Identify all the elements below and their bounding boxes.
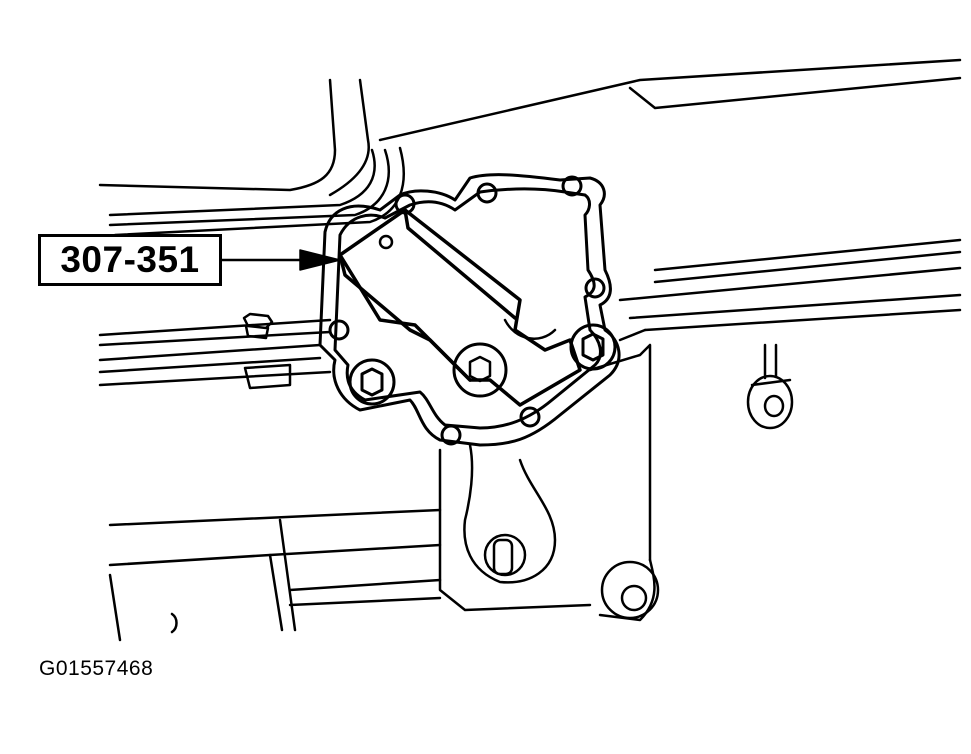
right-stud (746, 343, 794, 430)
figure-id-label: G01557468 (39, 657, 154, 680)
side-rails (98, 238, 962, 390)
cover-plate (318, 173, 621, 447)
tool-callout-box: 307-351 (38, 234, 222, 286)
cover-bolt-holes (328, 175, 606, 446)
special-tool-307-351 (338, 208, 582, 407)
hex-bolts (348, 323, 617, 406)
lower-case (108, 343, 660, 642)
upper-housing (98, 58, 962, 237)
tool-number-label: 307-351 (60, 239, 200, 280)
callout-leader-arrow (220, 249, 341, 271)
left-bolt (242, 312, 274, 340)
